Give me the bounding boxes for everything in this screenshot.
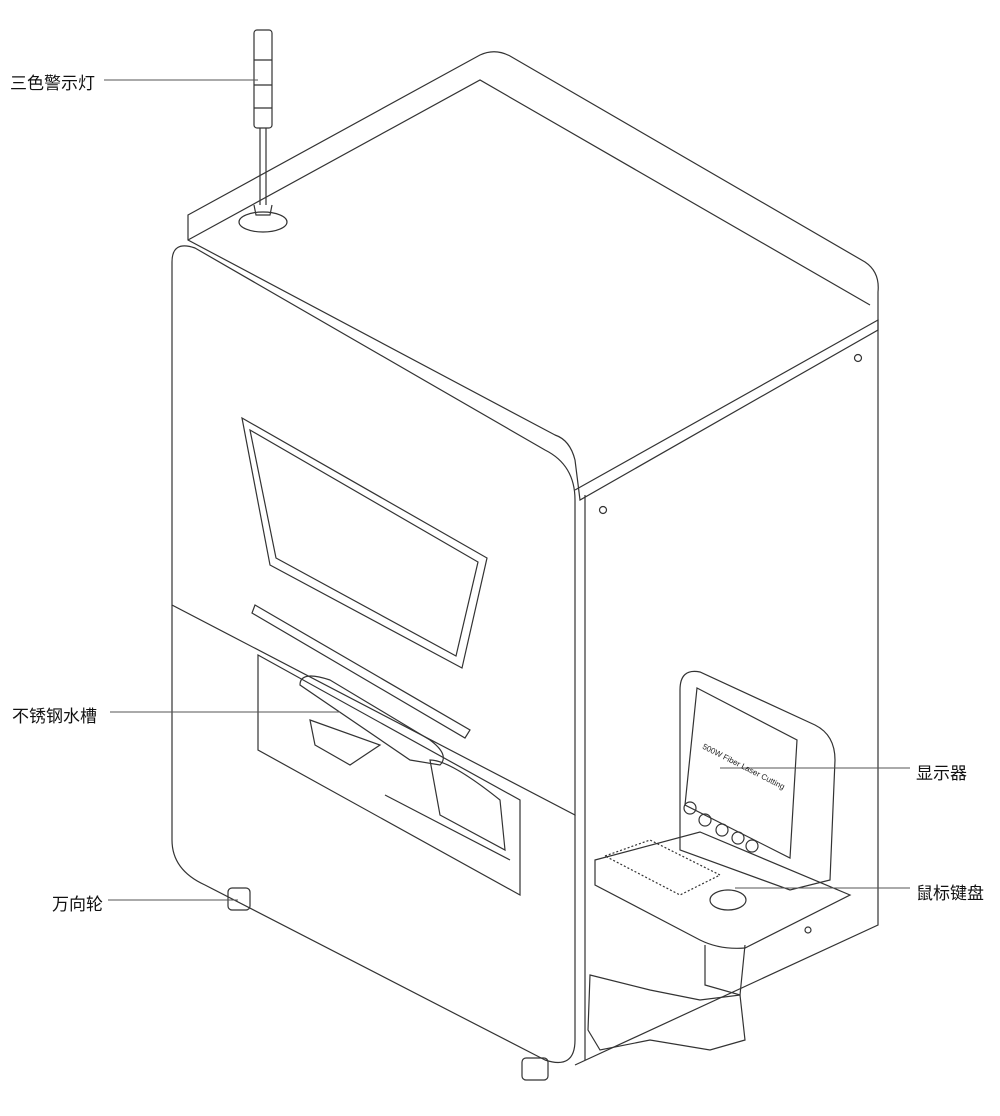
door-handle	[251, 604, 471, 739]
label-warning-light: 三色警示灯	[10, 74, 95, 94]
cabinet-top	[187, 51, 879, 501]
keyboard-shelf	[587, 831, 852, 1051]
label-mouse-keyboard: 鼠标键盘	[916, 884, 984, 904]
viewing-window	[241, 416, 488, 669]
monitor	[679, 670, 836, 891]
side-panel	[574, 318, 879, 1066]
label-caster: 万向轮	[52, 895, 103, 915]
tank-opening	[257, 653, 521, 897]
front-door	[171, 245, 576, 816]
label-monitor: 显示器	[916, 764, 967, 784]
warning-light-tower	[238, 29, 288, 233]
label-water-tank: 不锈钢水槽	[12, 707, 97, 727]
